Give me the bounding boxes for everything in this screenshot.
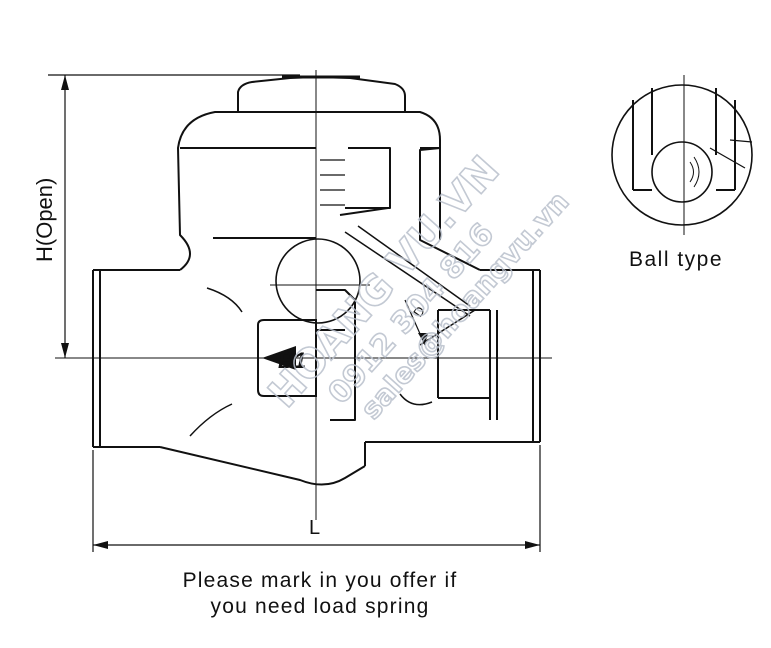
length-dimension [92, 445, 541, 552]
ball-type-caption: Ball type [629, 248, 723, 271]
note-line-1: Please mark in you offer if [182, 569, 458, 592]
center-lines [55, 70, 552, 520]
b1-label: B1 [278, 348, 306, 373]
spring-detail [320, 159, 345, 206]
watermark: HOANG VU.VN 0912 304 816 sales@hoangvu.v… [259, 147, 576, 427]
height-dimension [48, 74, 300, 358]
note-line-2: you need load spring [210, 595, 430, 618]
ball-type-detail [611, 75, 753, 235]
diameter-dimension [404, 299, 428, 346]
valve-body [92, 75, 541, 486]
load-spring-note: Please mark in you offer if you need loa… [95, 568, 545, 620]
disc-detail-circle [270, 238, 370, 324]
height-label: H(Open) [32, 178, 57, 262]
length-label: L [309, 517, 320, 539]
b1-callout [257, 319, 317, 397]
